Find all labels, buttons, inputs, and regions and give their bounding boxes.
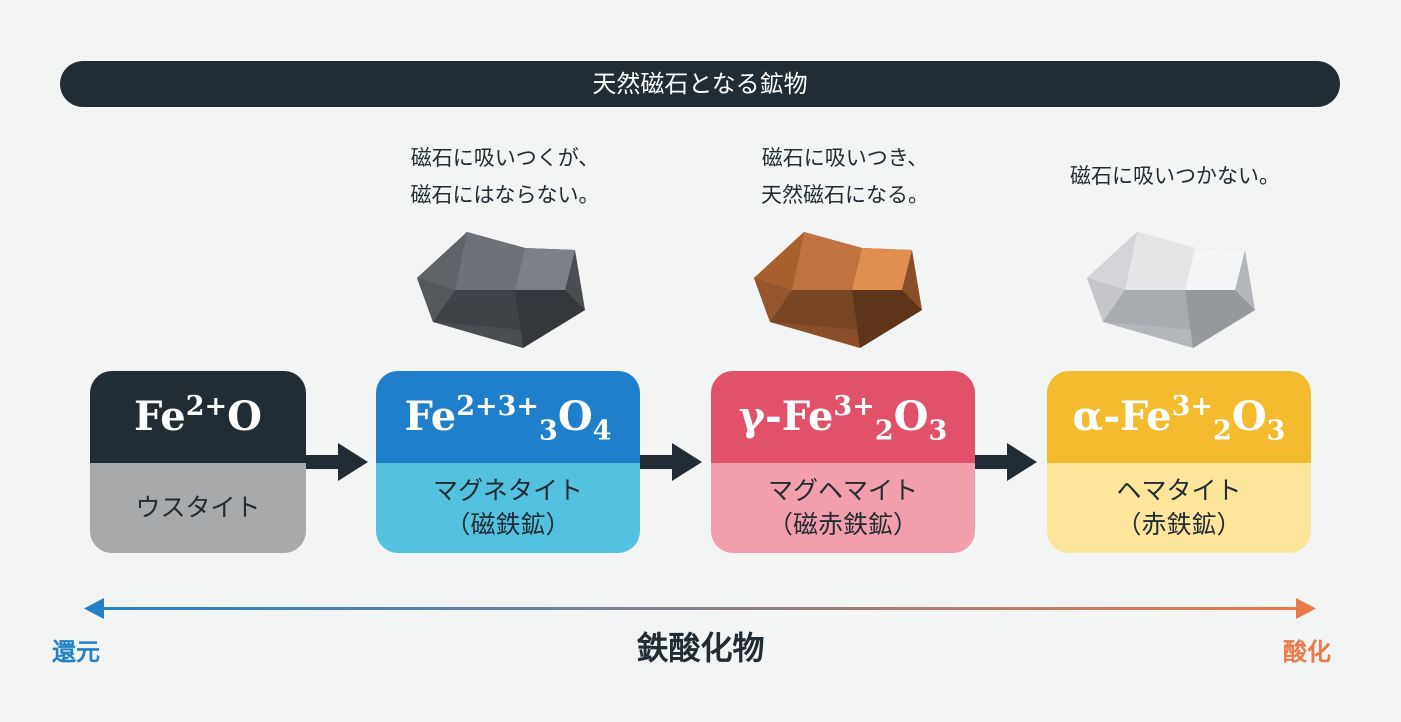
name-magnetite: マグネタイト （磁鉄鉱） xyxy=(376,463,640,553)
mineral-name: ウスタイト xyxy=(135,493,261,522)
formula-wustite: Fe2+O xyxy=(90,371,306,463)
caption-magnetite: 磁石に吸いつくが、 磁石にはならない。 xyxy=(360,140,650,214)
caption-line: 磁石にはならない。 xyxy=(410,183,600,207)
formula-sup: 3+ xyxy=(1171,391,1214,423)
reduction-oxidation-axis-icon xyxy=(84,598,1316,619)
header-banner: 天然磁石となる鉱物 xyxy=(60,61,1340,107)
formula-sub: 2 xyxy=(874,415,894,447)
formula-sup: 2+3+ xyxy=(456,391,540,423)
formula-sub: 3 xyxy=(539,415,558,447)
card-wustite: Fe2+O ウスタイト xyxy=(90,371,306,553)
mineral-name: マグネタイト xyxy=(432,476,583,505)
name-maghemite: マグヘマイト （磁赤鉄鉱） xyxy=(711,463,975,553)
formula-sub: 3 xyxy=(1266,415,1286,447)
formula-part: Fe xyxy=(134,393,186,440)
arrow-right-icon xyxy=(640,443,702,481)
mineral-japanese-name: （赤鉄鉱） xyxy=(1116,510,1242,539)
mineral-name: ヘマタイト xyxy=(1116,476,1242,505)
oxidation-label: 酸化 xyxy=(1283,638,1331,666)
formula-part: O xyxy=(1231,393,1267,440)
caption-maghemite: 磁石に吸いつき、 天然磁石になる。 xyxy=(700,140,990,214)
arrow-right-icon xyxy=(306,443,368,481)
hematite-rock-icon xyxy=(1087,232,1255,348)
maghemite-rock-icon xyxy=(754,232,922,348)
formula-sub: 3 xyxy=(928,415,948,447)
formula-part: O xyxy=(893,393,929,440)
formula-sub: 4 xyxy=(592,415,612,447)
formula-part: α-Fe xyxy=(1072,393,1172,440)
formula-maghemite: γ-Fe3+2O3 xyxy=(711,371,975,463)
arrow-right-icon xyxy=(975,443,1037,481)
iron-oxide-title: 鉄酸化物 xyxy=(636,629,765,667)
name-hematite: ヘマタイト （赤鉄鉱） xyxy=(1047,463,1311,553)
mineral-japanese-name: （磁鉄鉱） xyxy=(445,510,571,539)
mineral-name: マグヘマイト xyxy=(767,476,918,505)
formula-hematite: α-Fe3+2O3 xyxy=(1047,371,1311,463)
caption-line: 磁石に吸いつかない。 xyxy=(1070,164,1280,188)
caption-hematite: 磁石に吸いつかない。 xyxy=(1030,158,1320,195)
card-magnetite: Fe2+3+3O4 マグネタイト （磁鉄鉱） xyxy=(376,371,640,553)
caption-line: 磁石に吸いつき、 xyxy=(761,146,929,170)
formula-part: Fe xyxy=(404,393,457,440)
caption-line: 天然磁石になる。 xyxy=(761,183,929,207)
formula-part: O xyxy=(227,393,262,440)
formula-sup: 3+ xyxy=(833,391,875,423)
formula-sup: 2+ xyxy=(185,391,228,423)
formula-magnetite: Fe2+3+3O4 xyxy=(376,371,640,463)
name-wustite: ウスタイト xyxy=(90,463,306,553)
card-hematite: α-Fe3+2O3 ヘマタイト （赤鉄鉱） xyxy=(1047,371,1311,553)
caption-line: 磁石に吸いつくが、 xyxy=(410,146,600,170)
formula-sub: 2 xyxy=(1213,415,1232,447)
reduction-label: 還元 xyxy=(52,638,100,666)
mineral-japanese-name: （磁赤鉄鉱） xyxy=(767,510,918,539)
formula-part: γ-Fe xyxy=(738,393,834,440)
card-maghemite: γ-Fe3+2O3 マグヘマイト （磁赤鉄鉱） xyxy=(711,371,975,553)
magnetite-rock-icon xyxy=(417,232,585,348)
formula-part: O xyxy=(557,393,593,440)
